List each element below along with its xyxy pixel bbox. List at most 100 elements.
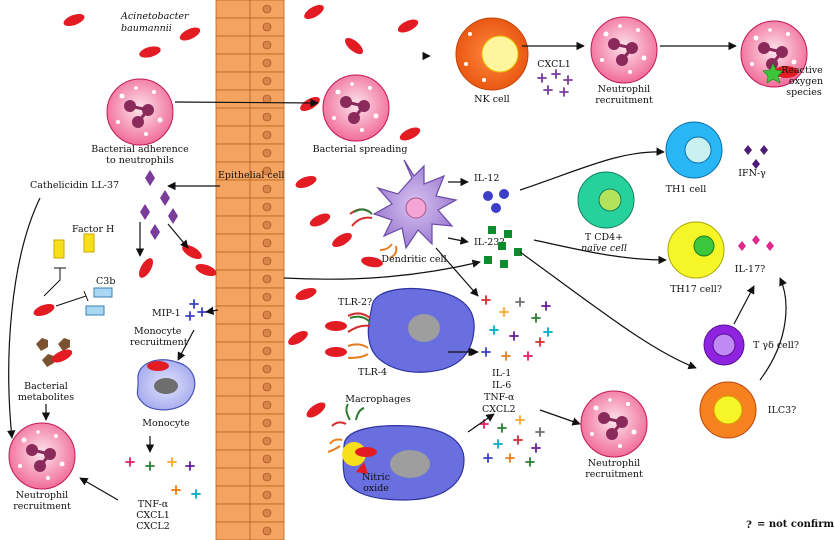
epithelial-nucleus	[262, 58, 272, 68]
ros-label-3: species	[786, 87, 822, 98]
adherence-label-1: Bacterial adherence	[91, 144, 189, 155]
monocyte-cell	[136, 359, 196, 411]
epithelial-cell	[215, 485, 251, 505]
epithelial-cell	[215, 17, 251, 37]
epithelial-nucleus	[262, 274, 272, 284]
epithelial-nucleus	[262, 256, 272, 266]
epithelial-cell	[215, 215, 251, 235]
tnf-left-label: TNF-α	[138, 499, 169, 510]
neutrophil-top	[589, 15, 659, 85]
mip1-sparks	[185, 299, 207, 321]
epithelial-nucleus	[262, 382, 272, 392]
epithelial-nucleus	[262, 310, 272, 320]
factor-h-shapes	[53, 233, 95, 259]
ilc3-cell	[699, 381, 757, 439]
il12-hexagons	[483, 189, 509, 213]
epithelial-nucleus	[262, 4, 272, 14]
epithelial-cell	[215, 0, 251, 19]
epithelial-cell	[215, 125, 251, 145]
spreading-label: Bacterial spreading	[313, 144, 408, 155]
il12-label: IL-12	[474, 173, 499, 184]
epithelial-cell	[215, 341, 251, 361]
epithelial-cell	[215, 143, 251, 163]
macrophage-lower	[327, 403, 465, 501]
epithelial-nucleus	[262, 328, 272, 338]
legend-text: = not confirmed	[757, 519, 834, 530]
neutrophil-spreading	[321, 73, 391, 143]
tlr4-label: TLR-4	[358, 367, 387, 378]
tnf-mid-label: TNF-α	[484, 392, 515, 403]
inhibition-lines	[43, 267, 89, 307]
epithelial-cell	[215, 53, 251, 73]
epithelial-cell	[215, 449, 251, 469]
epithelial-nucleus	[262, 76, 272, 86]
monocyte-cytokines	[125, 457, 201, 499]
cxcl1-top-sparks	[537, 69, 573, 97]
ifn-diamonds	[744, 145, 768, 169]
neutrophil-mid-label-2: recruitment	[585, 469, 643, 480]
th17-cell	[667, 221, 725, 279]
epithelial-nucleus	[262, 364, 272, 374]
epithelium-layer	[215, 0, 285, 540]
nitric-label-1: Nitric	[362, 472, 390, 483]
epithelial-cell	[215, 395, 251, 415]
bacterium-name-line2: baumannii	[121, 23, 172, 34]
c3b-label: C3b	[96, 276, 115, 287]
tcd4-label-1: T CD4+	[585, 232, 623, 243]
adherence-label-2: to neutrophils	[106, 155, 174, 166]
epithelial-cell-label: Epithelial cell	[218, 170, 284, 181]
monocyte-recruitment-1: Monocyte	[134, 326, 182, 337]
bacterium-name-line1: Acinetobacter	[120, 11, 190, 22]
cxcl2-mid-label: CXCL2	[482, 404, 516, 415]
macrophage-upper	[325, 287, 475, 373]
nk-cell-label: NK cell	[474, 94, 509, 105]
tlr2-label: TLR-2?	[338, 297, 372, 308]
epithelial-nucleus	[262, 454, 272, 464]
il23-squares	[484, 226, 522, 268]
il17-label: IL-17?	[735, 264, 765, 275]
epithelial-cell	[215, 197, 251, 217]
ros-label-1: Reactive	[781, 65, 823, 76]
epithelial-nucleus	[262, 112, 272, 122]
epithelial-cell	[215, 467, 251, 487]
macrophage-cytokines	[481, 295, 553, 361]
neutrophil-left-label-1: Neutrophil	[16, 490, 68, 501]
epithelial-cell	[215, 377, 251, 397]
neutrophil-top-label-2: recruitment	[595, 95, 653, 106]
il23-label: IL-23?	[474, 237, 504, 248]
cathelicidin-diamonds	[140, 170, 178, 240]
c3b-shapes	[85, 287, 113, 316]
epithelial-nucleus	[262, 202, 272, 212]
cathelicidin-label: Cathelicidin LL-37	[30, 180, 119, 191]
arrows	[7, 41, 787, 501]
epithelial-cell	[215, 323, 251, 343]
neutrophil-top-label-1: Neutrophil	[598, 84, 650, 95]
epithelial-cell	[215, 413, 251, 433]
tcd4-label-2: naïve cell	[581, 243, 627, 254]
epithelial-cell	[215, 233, 251, 253]
monocyte-label: Monocyte	[142, 418, 190, 429]
dendritic-cell	[329, 159, 458, 269]
epithelial-nucleus	[262, 472, 272, 482]
epithelial-nucleus	[262, 490, 272, 500]
neutrophil-left-label-2: recruitment	[13, 501, 71, 512]
epithelial-nucleus	[262, 22, 272, 32]
bacterial-metabolites	[36, 338, 70, 367]
epithelial-cell	[215, 107, 251, 127]
epithelial-nucleus	[262, 130, 272, 140]
epithelial-nucleus	[262, 292, 272, 302]
epithelial-nucleus	[262, 418, 272, 428]
ros-label-2: oxygen	[789, 76, 823, 87]
epithelial-cell	[215, 431, 251, 451]
il1-label: IL-1	[492, 368, 511, 379]
neutrophil-ros	[739, 19, 809, 89]
tgd-label: T γδ cell?	[753, 340, 799, 351]
epithelial-nucleus	[262, 508, 272, 518]
macrophages-label: Macrophages	[345, 394, 411, 405]
epithelial-nucleus	[262, 436, 272, 446]
epithelial-cell	[215, 89, 251, 109]
epithelial-nucleus	[262, 346, 272, 356]
th17-label: TH17 cell?	[670, 284, 722, 295]
dendritic-cell-label: Dendritic cell	[381, 254, 446, 265]
cxcl1-top-label: CXCL1	[537, 59, 571, 70]
